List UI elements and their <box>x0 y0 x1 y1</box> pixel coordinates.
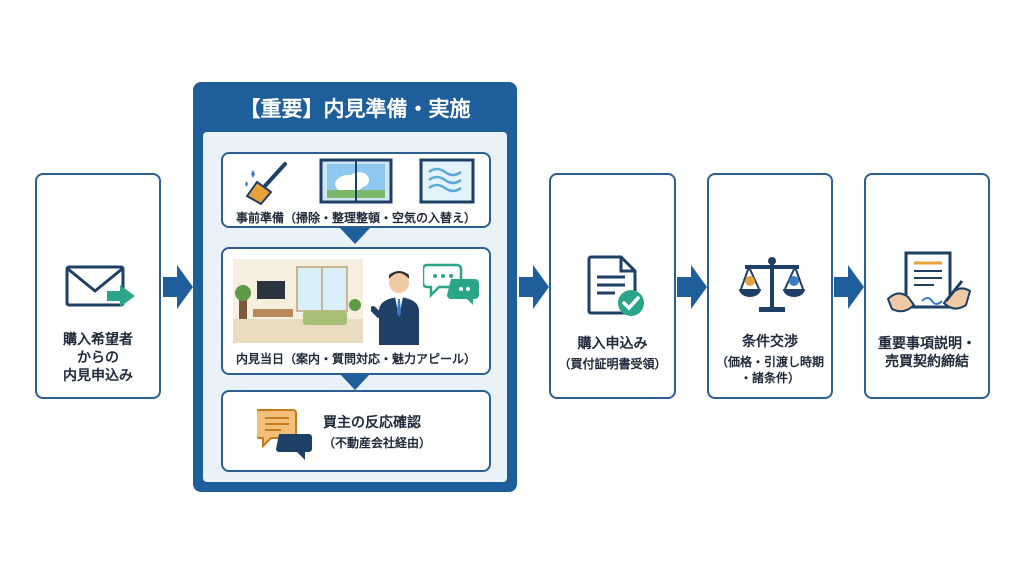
scale-icon <box>739 257 805 312</box>
prep-box: 事前準備（掃除・整理整頓・空気の入替え） <box>221 152 491 228</box>
reaction-box: 買主の反応確認 （不動産会社経由） <box>221 390 491 472</box>
step-contract-box: 重要事項説明・ 売買契約締結 <box>864 173 990 399</box>
arrow-right-1 <box>163 265 193 309</box>
step-negotiation-subtitle-line2: ・諸条件） <box>739 370 800 385</box>
viewing-day-box: 内見当日（案内・質問対応・魅力アピール） <box>221 247 491 375</box>
reaction-subtitle: （不動産会社経由） <box>323 436 432 450</box>
step-negotiation-title: 条件交渉 <box>742 334 798 350</box>
prep-label: 事前準備（掃除・整理整頓・空気の入替え） <box>235 211 476 225</box>
step-negotiation-box: 条件交渉 （価格・引渡し時期 ・諸条件） <box>707 173 833 399</box>
speech-bubbles-icon <box>257 409 312 460</box>
viewing-group-title: 【重要】内見準備・実施 <box>239 97 471 121</box>
viewing-day-label: 内見当日（案内・質問対応・魅力アピール） <box>235 352 476 366</box>
step-inquiry-label-line3: 内見申込み <box>63 368 133 385</box>
step-inquiry-label-line2: からの <box>77 350 119 367</box>
viewing-group: 【重要】内見準備・実施 <box>193 82 517 492</box>
reaction-title: 買主の反応確認 <box>323 415 421 431</box>
step-purchase-application-title: 購入申込み <box>577 336 648 352</box>
arrow-down-1 <box>340 228 370 244</box>
viewing-group-inner: 事前準備（掃除・整理整頓・空気の入替え） <box>203 132 507 482</box>
fresh-air-window-icon <box>419 158 475 204</box>
arrow-down-2 <box>340 374 370 390</box>
arrow-right-2 <box>519 265 549 309</box>
window-icon <box>319 158 393 204</box>
chat-icon <box>423 263 479 305</box>
room-illustration <box>233 259 363 343</box>
agent-icon <box>371 271 419 345</box>
step-inquiry-label-line1: 購入希望者 <box>63 332 133 348</box>
step-purchase-application-subtitle: （買付証明書受領） <box>558 357 667 371</box>
step-contract-label-line1: 重要事項説明・ <box>878 336 976 352</box>
arrow-right-3 <box>677 265 707 309</box>
broom-icon <box>245 162 287 206</box>
mail-icon <box>65 265 135 307</box>
contract-signing-icon <box>886 251 972 313</box>
step-purchase-application-box: 購入申込み （買付証明書受領） <box>549 173 676 399</box>
arrow-right-4 <box>834 265 864 309</box>
step-inquiry-box: 購入希望者 からの 内見申込み <box>35 173 161 399</box>
step-negotiation-subtitle-line1: （価格・引渡し時期 <box>715 355 824 369</box>
step-contract-label-line2: 売買契約締結 <box>885 354 969 371</box>
document-check-icon <box>587 255 644 316</box>
